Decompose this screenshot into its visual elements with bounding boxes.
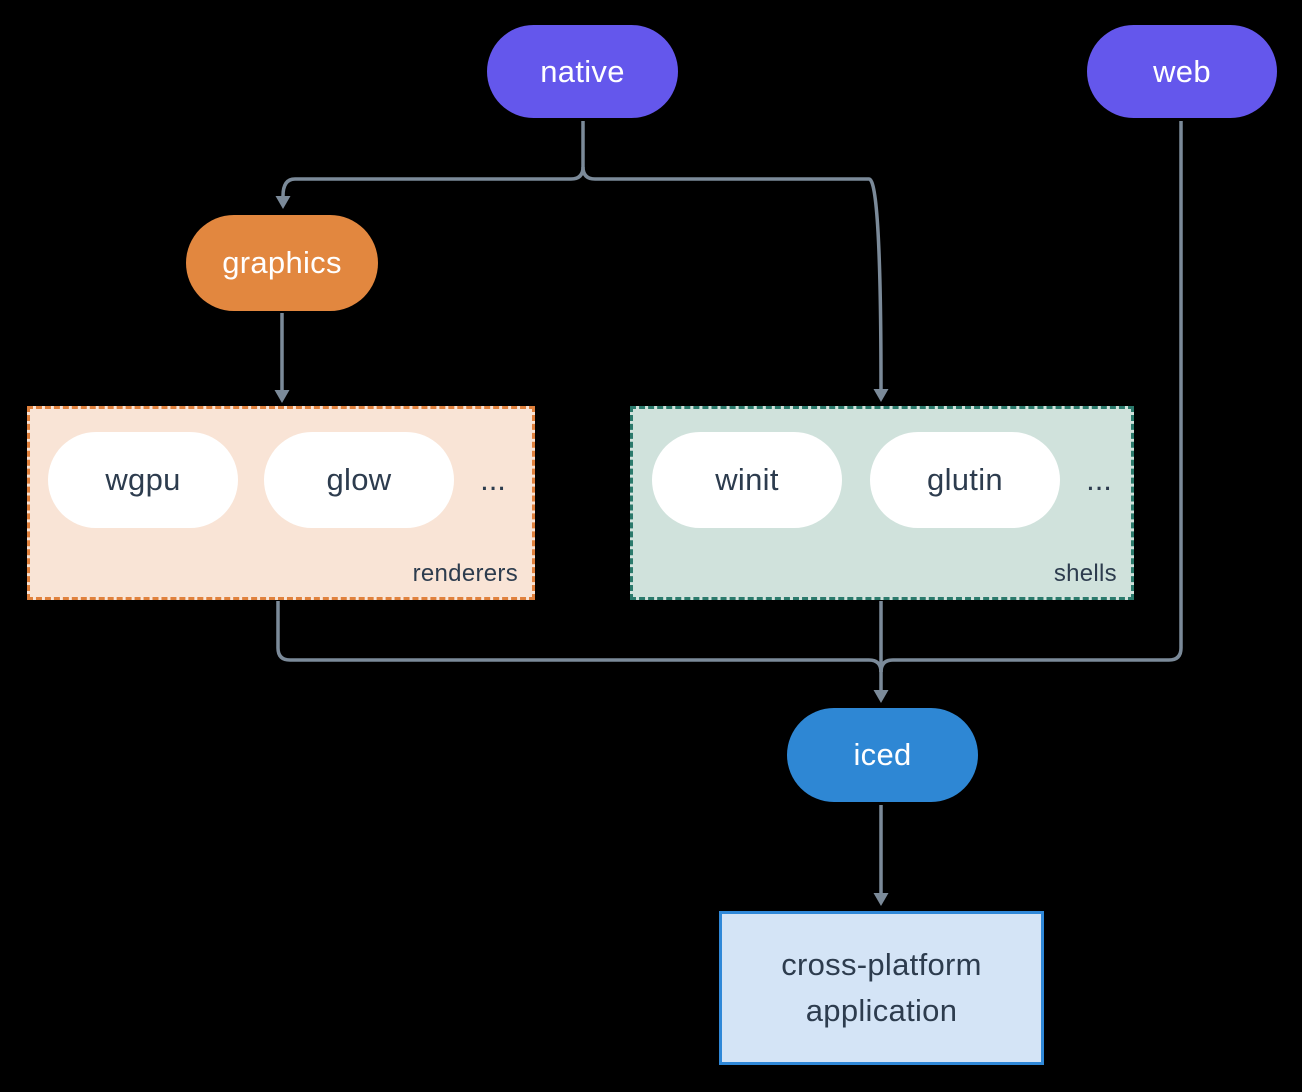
application-label-line1: cross-platform: [781, 947, 982, 982]
node-wgpu-label: wgpu: [105, 462, 181, 497]
group-renderers: wgpu glow ... renderers: [27, 406, 535, 600]
arrowhead-graphics: [275, 196, 291, 209]
node-glow: glow: [264, 432, 454, 528]
node-graphics: graphics: [186, 215, 378, 311]
node-wgpu: wgpu: [48, 432, 238, 528]
group-shells-label: shells: [1053, 560, 1117, 587]
renderers-ellipsis: ...: [480, 462, 506, 497]
node-glow-label: glow: [326, 462, 392, 497]
node-cross-platform-application: cross-platform application: [719, 911, 1044, 1065]
group-renderers-label: renderers: [412, 560, 518, 587]
node-web: web: [1087, 25, 1277, 118]
arrowhead-shells: [873, 389, 889, 402]
arrowhead-application: [873, 893, 889, 906]
arrowhead-iced: [873, 690, 889, 703]
node-iced-label: iced: [853, 737, 912, 772]
shells-ellipsis: ...: [1086, 462, 1112, 497]
application-label-line2: application: [805, 993, 958, 1028]
node-winit-label: winit: [715, 462, 779, 497]
edge-native-to-shells: [581, 166, 883, 390]
node-native-label: native: [540, 53, 625, 89]
node-web-label: web: [1153, 53, 1211, 89]
node-native: native: [487, 25, 678, 118]
node-glutin: glutin: [870, 432, 1060, 528]
group-shells: winit glutin ... shells: [630, 406, 1134, 600]
node-glutin-label: glutin: [927, 462, 1003, 497]
node-iced: iced: [787, 708, 978, 802]
arrowhead-renderers: [274, 390, 290, 403]
node-winit: winit: [652, 432, 842, 528]
edge-native-to-graphics: [281, 121, 585, 197]
node-graphics-label: graphics: [222, 245, 342, 280]
edge-renderers-to-iced: [276, 601, 883, 673]
